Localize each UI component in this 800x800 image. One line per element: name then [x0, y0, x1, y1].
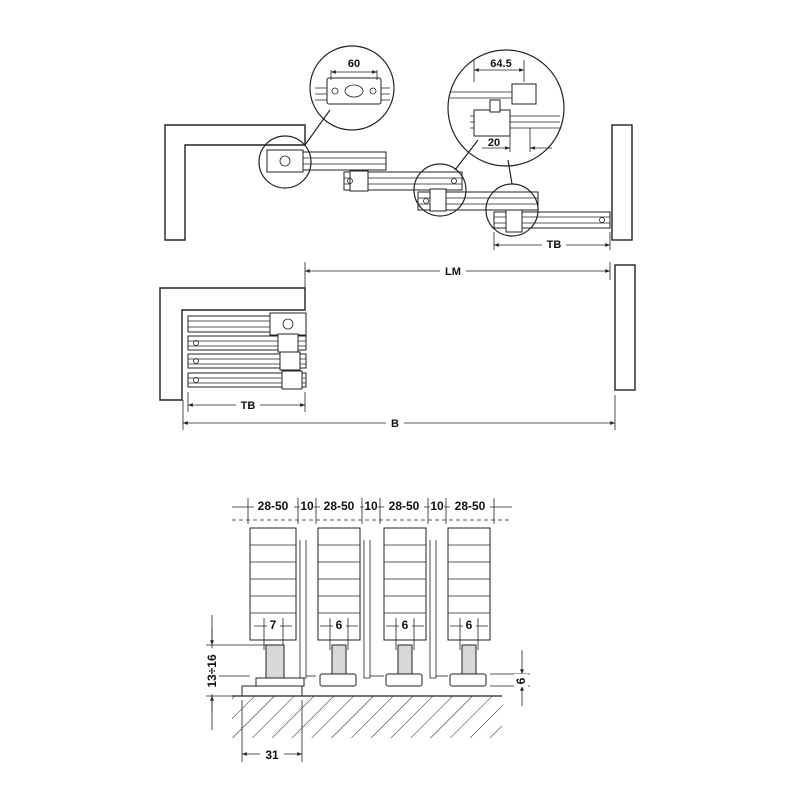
stacked-panel-2 [187, 333, 307, 353]
stacked-panel-4 [187, 370, 307, 390]
gap-label-1: 10 [300, 499, 314, 513]
panel-width-label-3: 28-50 [389, 499, 420, 513]
door-panel-4 [493, 209, 611, 233]
left-wall-stacked [159, 287, 306, 401]
base-width-dimension-31: 31 [265, 748, 279, 762]
floor [232, 696, 502, 738]
top-plan-view: 60 64.5 20 TB [164, 45, 633, 251]
stacked-panel-3 [187, 351, 307, 371]
offset-label-3: 6 [402, 618, 409, 632]
offset-label-2: 6 [336, 618, 343, 632]
height-dimension-6: 6 [514, 677, 528, 684]
stacked-plan-view: LM [159, 262, 636, 430]
gap-label-3: 10 [430, 499, 444, 513]
panel-width-label-2: 28-50 [324, 499, 355, 513]
door-panel-1 [266, 149, 387, 173]
detail-dimension-60: 60 [348, 58, 360, 70]
linking-rods [299, 540, 448, 679]
panel-width-dims [247, 498, 495, 524]
offset-label-1: 7 [270, 618, 277, 632]
gap-label-2: 10 [364, 499, 378, 513]
detail-bubble-2: 64.5 20 [447, 49, 565, 167]
offset-label-4: 6 [466, 618, 473, 632]
panel-width-label-1: 28-50 [258, 499, 289, 513]
floor-guides [241, 644, 487, 697]
b-dimension: B [391, 418, 399, 430]
focus-circle-1 [258, 135, 312, 189]
height-dimension-13-16: 13÷16 [205, 654, 219, 688]
right-wall-stacked [614, 264, 636, 391]
tb-dimension-top: TB [547, 239, 562, 251]
lm-dimension: LM [445, 266, 461, 278]
stacked-panel-1 [187, 312, 307, 336]
tb-dimension-middle: TB [241, 400, 256, 412]
detail-dimension-20: 20 [488, 137, 500, 149]
focus-circle-2 [413, 163, 467, 217]
detail-bubble-1: 60 [309, 45, 395, 131]
section-view: 28-50 10 28-50 10 28-50 10 28-50 [205, 498, 530, 762]
left-wall [164, 124, 306, 241]
right-wall [611, 124, 633, 241]
door-panel-3 [417, 188, 539, 212]
detail-dimension-64-5: 64.5 [490, 58, 511, 70]
panel-width-label-4: 28-50 [455, 499, 486, 513]
door-panel-2 [343, 170, 463, 192]
